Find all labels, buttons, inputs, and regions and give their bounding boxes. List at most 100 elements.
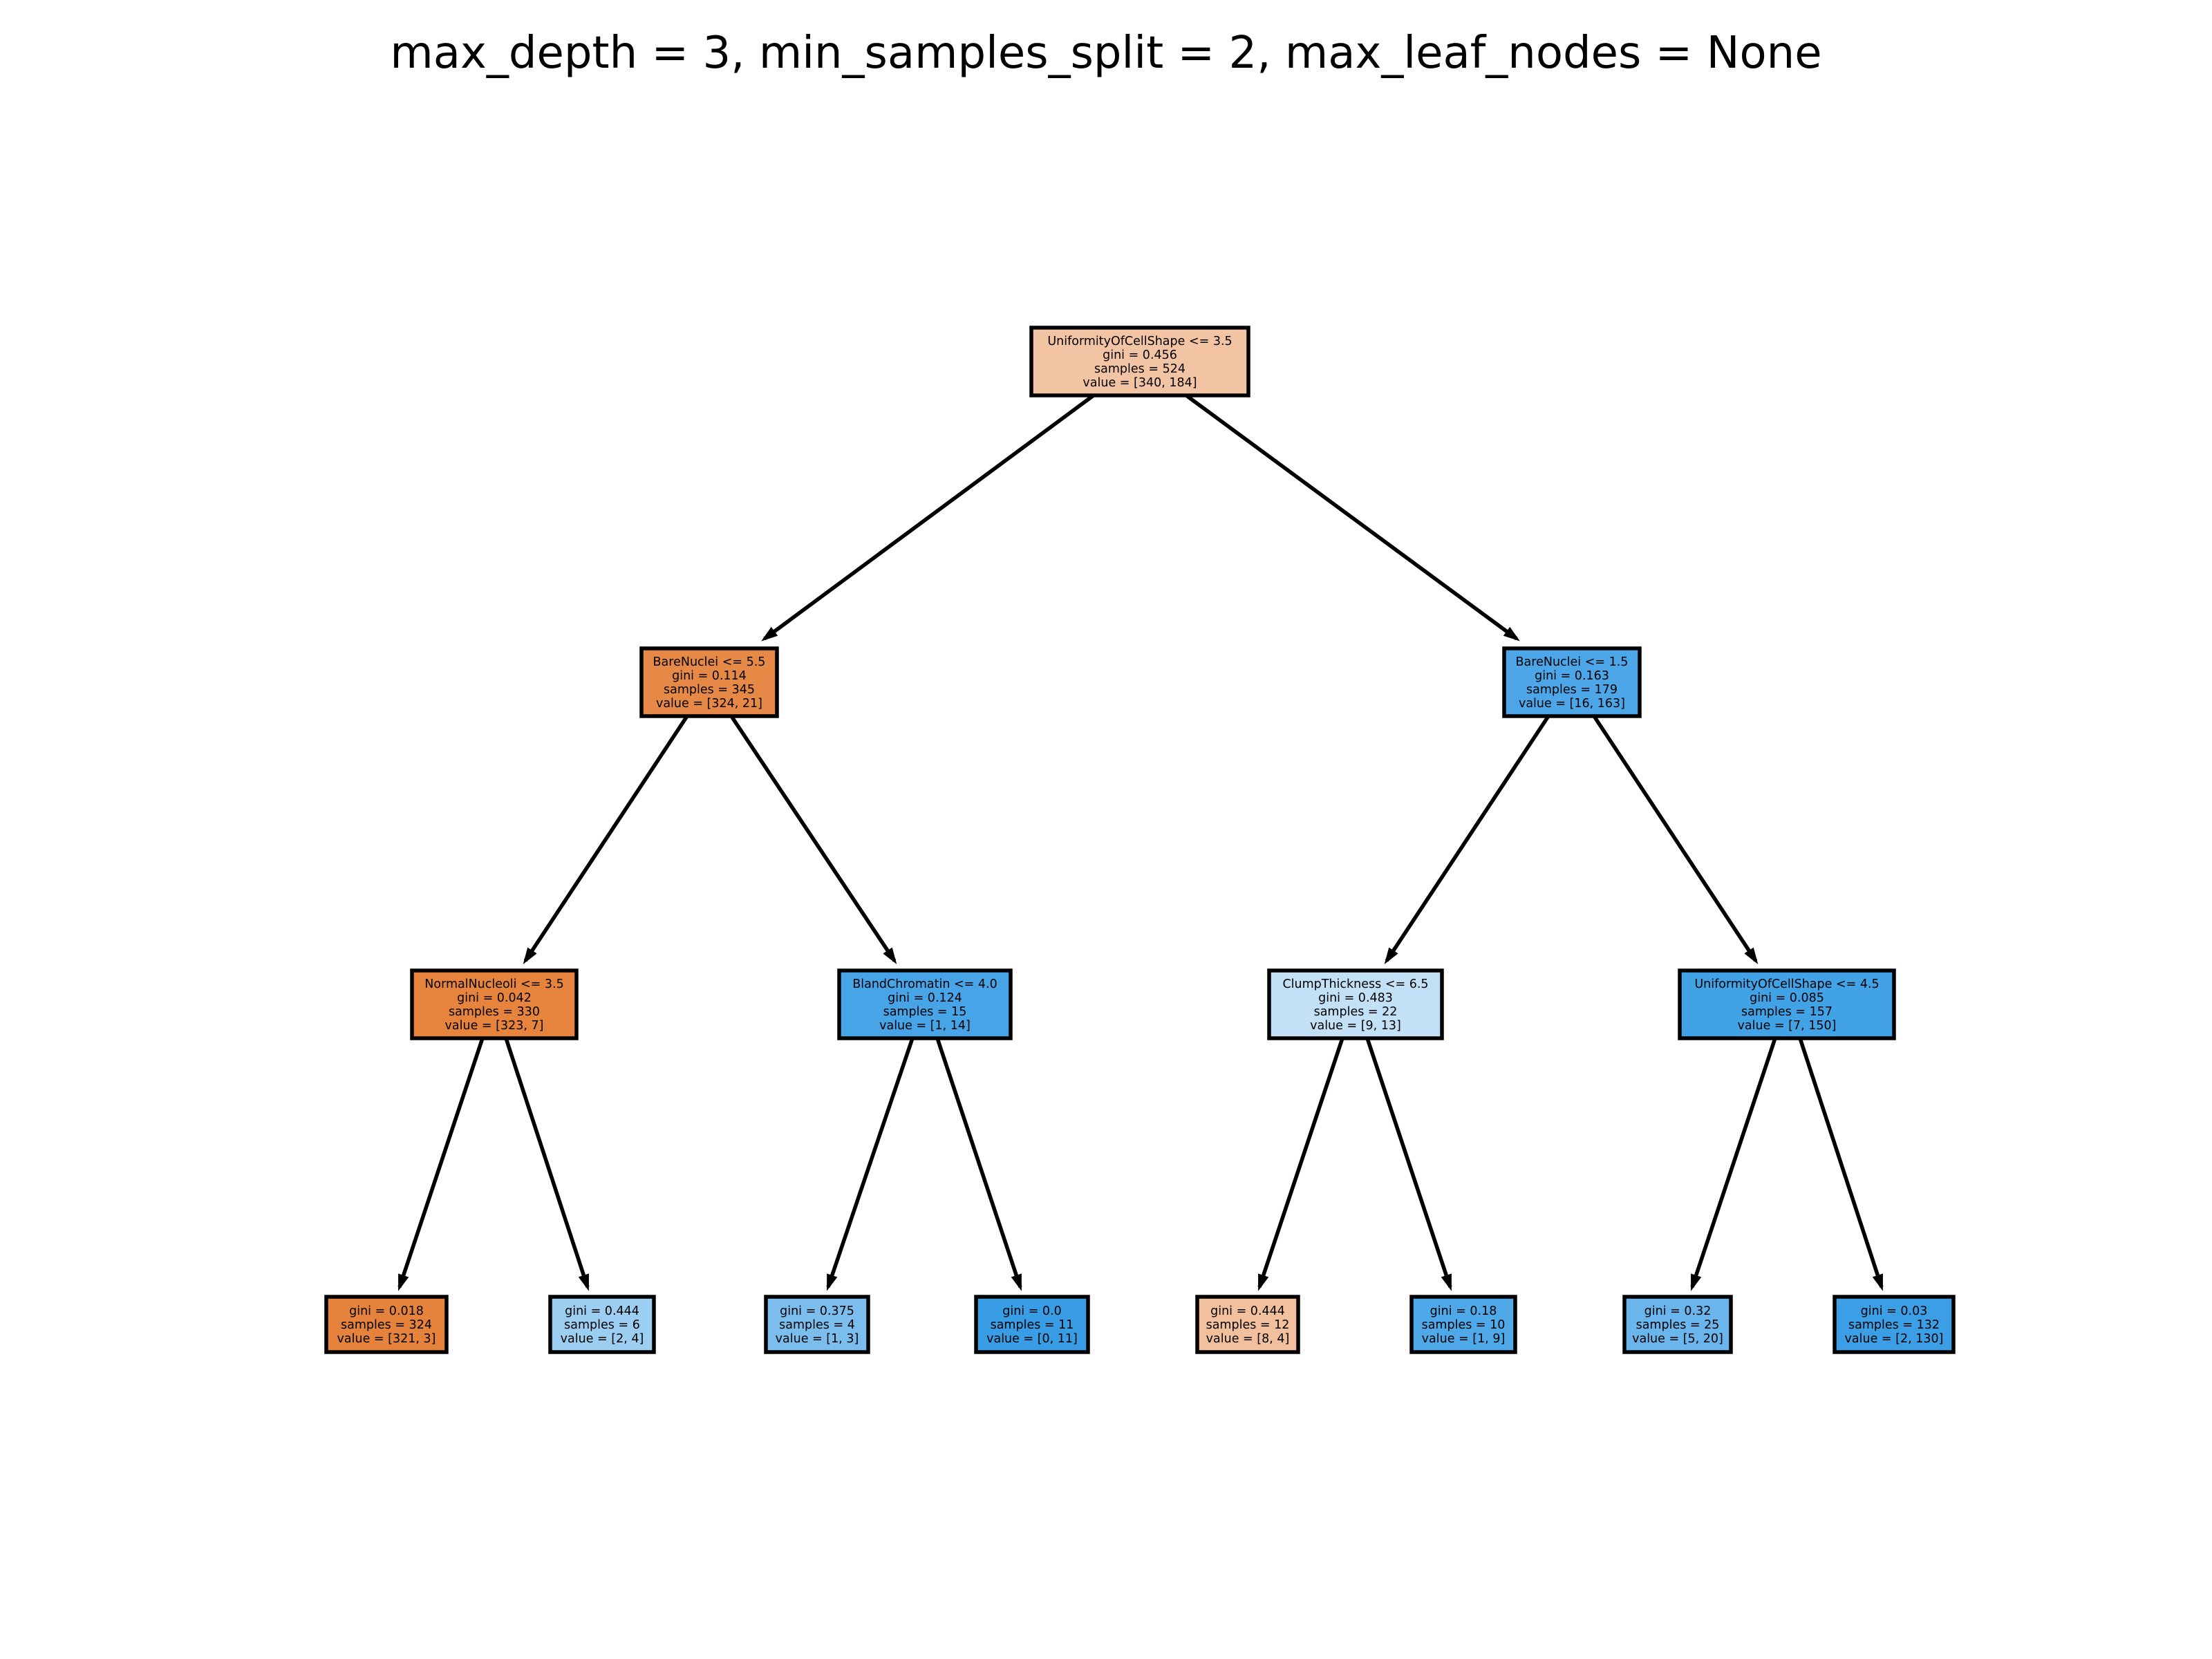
node-text-line: samples = 524 [1094,362,1185,376]
node-text-line: gini = 0.444 [565,1304,639,1318]
node-text-line: gini = 0.085 [1750,991,1824,1005]
node-text-line: samples = 4 [779,1318,855,1332]
arrowhead-icon [1011,1273,1022,1291]
node-box [764,1295,870,1354]
node-text-line: value = [1, 14] [879,1019,971,1033]
node-text-line: gini = 0.124 [888,991,962,1005]
node-text-line: value = [7, 150] [1738,1019,1837,1033]
node-text-line: gini = 0.03 [1861,1304,1928,1318]
node-text-line: samples = 25 [1636,1318,1720,1332]
arrowhead-icon [578,1273,589,1291]
node-text-line: samples = 22 [1314,1005,1398,1019]
node-text-line: samples = 132 [1848,1318,1940,1332]
node-text-line: value = [2, 130] [1845,1332,1944,1346]
node-text-line: samples = 157 [1741,1005,1833,1019]
node-text-line: samples = 330 [449,1005,540,1019]
node-text-line: value = [323, 7] [445,1019,544,1033]
arrowhead-icon [398,1273,409,1291]
node-text-line: samples = 179 [1526,683,1618,697]
tree-edge-n12-n13 [1690,1038,1777,1288]
node-text-line: samples = 12 [1206,1318,1290,1332]
tree-edge-n12-n14 [1798,1038,1884,1288]
tree-edge-n8-n12 [1592,715,1758,962]
node-text-line: UniformityOfCellShape <= 4.5 [1694,977,1879,991]
node-text-line: ClumpThickness <= 6.5 [1282,977,1428,991]
node-text-line: value = [0, 11] [986,1332,1078,1346]
arrowhead-icon [523,947,537,965]
node-box [410,968,579,1040]
arrowhead-icon [1691,1273,1702,1291]
arrowhead-icon [761,626,778,641]
node-text-line: value = [1, 3] [776,1332,859,1346]
node-text-line: gini = 0.018 [349,1304,424,1318]
arrowhead-icon [1872,1273,1883,1291]
tree-edge-n0-n1 [763,393,1095,641]
tree-edge-n9-n10 [1257,1038,1344,1288]
diagram-title: max_depth = 3, min_samples_split = 2, ma… [390,28,1821,79]
node-text-line: gini = 0.444 [1210,1304,1285,1318]
node-text-line: BareNuclei <= 1.5 [1516,655,1629,669]
node-box [837,968,1013,1040]
node-text-line: value = [8, 4] [1206,1332,1290,1346]
node-text-line: value = [5, 20] [1632,1332,1723,1346]
node-box [324,1295,449,1354]
node-text-line: samples = 345 [664,683,755,697]
tree-edges [397,393,1884,1291]
node-text-line: gini = 0.483 [1318,991,1393,1005]
tree-edge-n0-n8 [1185,393,1518,641]
arrowhead-icon [1744,947,1759,965]
node-text-line: gini = 0.456 [1103,348,1177,362]
arrowhead-icon [1384,947,1398,965]
tree-edge-n2-n3 [397,1038,485,1288]
node-text-line: samples = 324 [341,1318,432,1332]
node-text-line: gini = 0.375 [780,1304,854,1318]
node-box [1409,1295,1517,1354]
node-text-line: value = [9, 13] [1310,1019,1401,1033]
tree-edge-n1-n2 [523,715,689,962]
node-text-line: gini = 0.18 [1430,1304,1497,1318]
node-text-line: gini = 0.163 [1535,669,1609,683]
node-text-line: BlandChromatin <= 4.0 [852,977,997,991]
node-text-line: value = [2, 4] [561,1332,644,1346]
node-box [1029,326,1250,397]
node-text-line: value = [324, 21] [656,697,762,711]
node-text-line: value = [321, 3] [337,1332,436,1346]
arrowhead-icon [883,947,897,964]
tree-edge-n9-n11 [1365,1038,1452,1288]
node-text-line: NormalNucleoli <= 3.5 [424,977,563,991]
node-text-line: BareNuclei <= 5.5 [653,655,766,669]
node-box [1678,968,1896,1040]
node-box [974,1295,1090,1354]
tree-edge-n1-n5 [729,715,897,962]
node-box [1195,1295,1300,1354]
node-text-line: samples = 6 [564,1318,640,1332]
node-text-line: gini = 0.042 [457,991,532,1005]
node-text-line: gini = 0.114 [672,669,747,683]
node-text-line: UniformityOfCellShape <= 3.5 [1047,335,1232,348]
arrowhead-icon [1503,626,1520,641]
node-box [639,646,779,718]
node-text-line: samples = 10 [1422,1318,1506,1332]
node-text-line: samples = 11 [991,1318,1074,1332]
node-box [548,1295,656,1354]
node-box [1502,646,1642,718]
node-box [1833,1295,1956,1354]
node-box [1622,1295,1733,1354]
arrowhead-icon [827,1273,838,1291]
